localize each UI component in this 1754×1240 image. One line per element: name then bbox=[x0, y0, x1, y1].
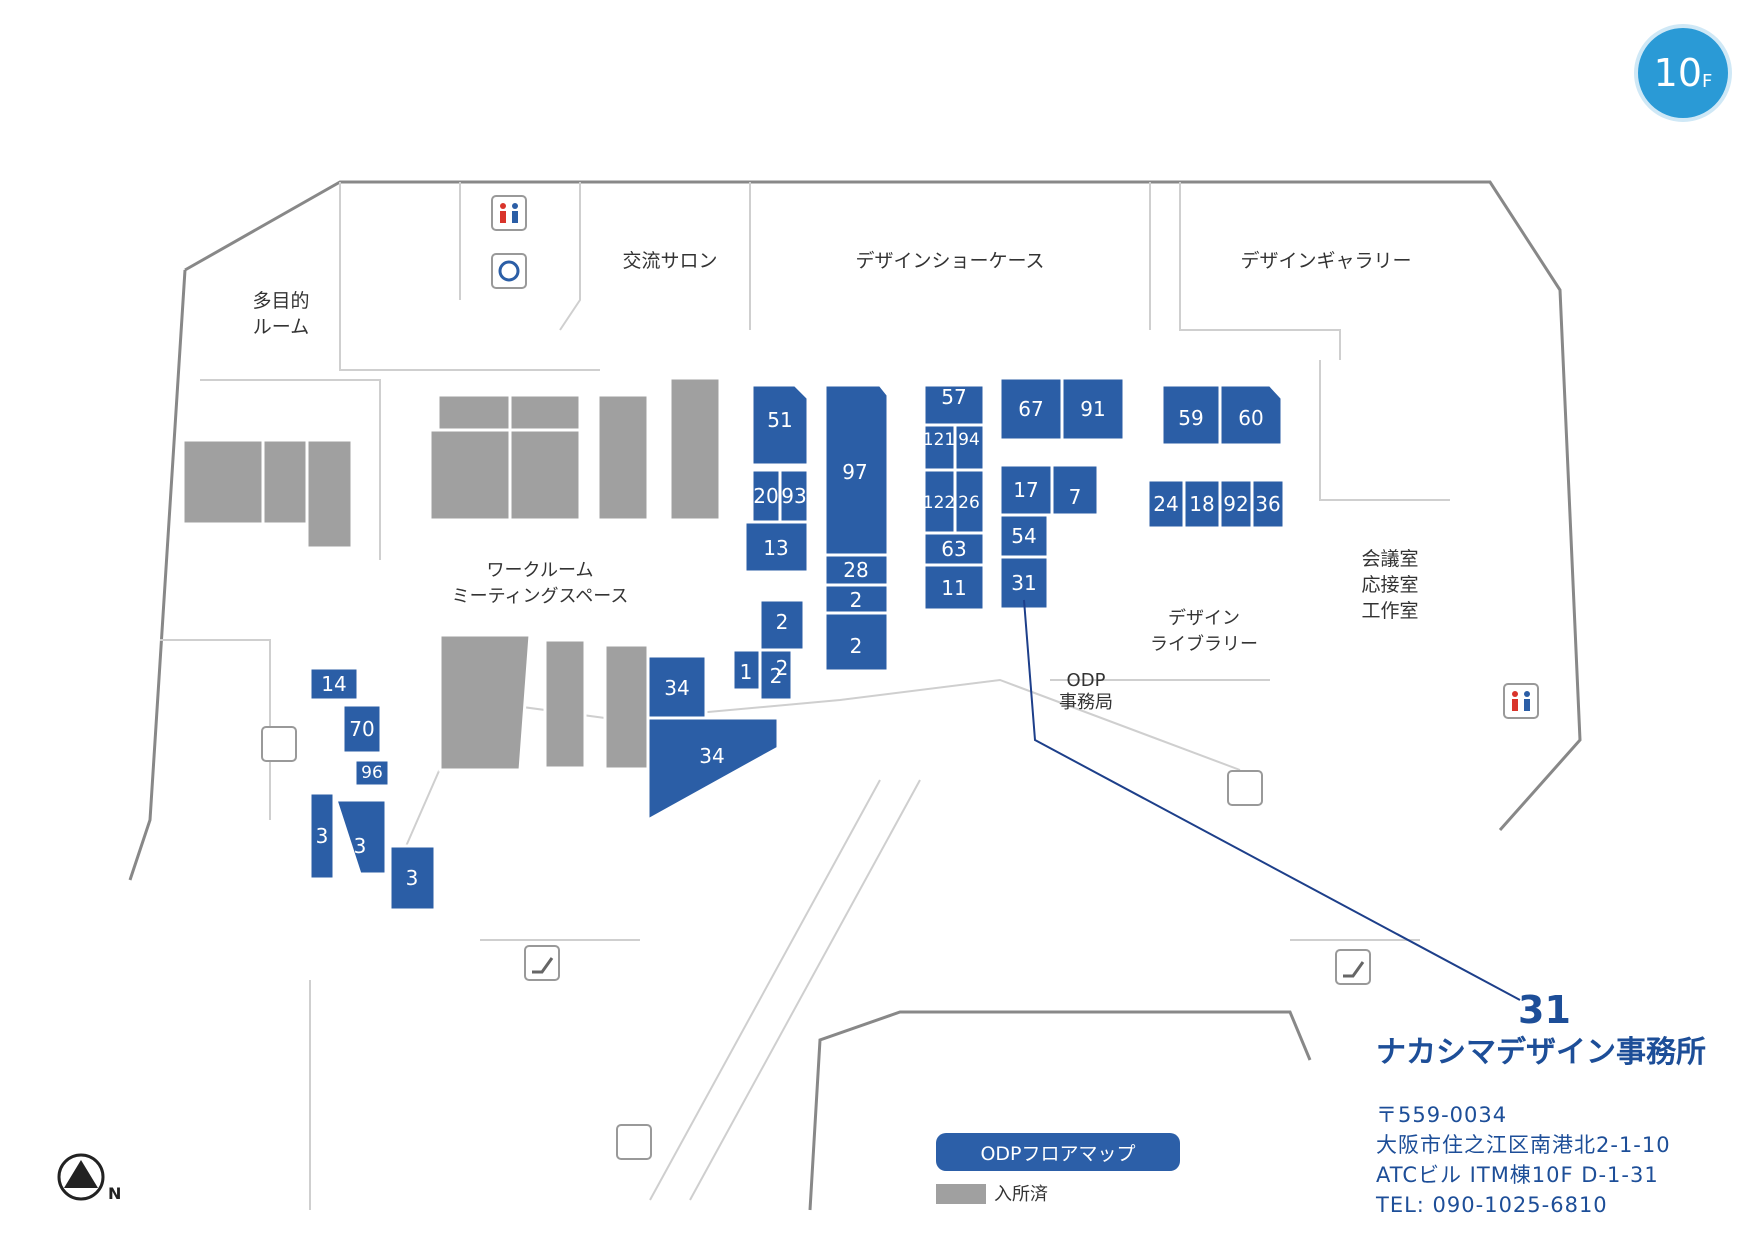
unit-label: 28 bbox=[843, 558, 868, 582]
unit-label: 57 bbox=[941, 385, 966, 409]
unit-label: 94 bbox=[958, 430, 980, 450]
unit-label: 51 bbox=[767, 408, 792, 432]
room-label-salon: 交流サロン bbox=[622, 250, 718, 272]
unit-label: 2 bbox=[770, 664, 783, 688]
tenant-callout: 31 ナカシマデザイン事務所 〒559-0034 大阪市住之江区南港北2-1-1… bbox=[1376, 988, 1736, 1220]
unit-label: 63 bbox=[941, 537, 966, 561]
unit-label: 18 bbox=[1189, 492, 1214, 516]
unit-label: 1 bbox=[740, 660, 753, 684]
unit-label: 2 bbox=[776, 610, 789, 634]
callout-unit-number: 31 bbox=[1518, 988, 1571, 1032]
elevator-icon-east bbox=[1227, 770, 1263, 806]
unit-labels: 51 97 57 121 94 122 26 63 11 67 91 17 7 … bbox=[316, 385, 1281, 890]
unit-label: 11 bbox=[941, 576, 966, 600]
unit-label: 3 bbox=[316, 824, 329, 848]
floor-number: 10 bbox=[1653, 51, 1702, 95]
phone-number: TEL: 090-1025-6810 bbox=[1376, 1193, 1608, 1217]
unit-label: 91 bbox=[1080, 397, 1105, 421]
corridor-lines bbox=[160, 182, 1450, 1210]
unit-label: 60 bbox=[1238, 406, 1263, 430]
compass-icon bbox=[57, 1153, 105, 1201]
north-label: N bbox=[108, 1184, 122, 1203]
callout-leader-line bbox=[1023, 599, 1521, 1001]
rented-units bbox=[308, 376, 1286, 912]
unit-label: 54 bbox=[1011, 524, 1036, 548]
room-label-library: デザイン ライブラリー bbox=[1150, 608, 1258, 655]
unit-label: 7 bbox=[1069, 485, 1082, 509]
floor-suffix: F bbox=[1702, 70, 1713, 92]
address-line: 大阪市住之江区南港北2-1-10 bbox=[1376, 1133, 1671, 1157]
unit-label: 122 bbox=[923, 493, 955, 513]
unit-label: 96 bbox=[361, 763, 383, 783]
callout-tenant-name: ナカシマデザイン事務所 bbox=[1376, 1035, 1706, 1070]
unit-label: 34 bbox=[664, 676, 689, 700]
building-line: ATCビル ITM棟10F D-1-31 bbox=[1376, 1163, 1659, 1187]
callout-address: 〒559-0034 大阪市住之江区南港北2-1-10 ATCビル ITM棟10F… bbox=[1376, 1100, 1736, 1220]
legend-occupied-label: 入所済 bbox=[994, 1184, 1048, 1205]
room-label-workroom: ワークルーム ミーティングスペース bbox=[451, 560, 629, 607]
unit-label: 70 bbox=[349, 717, 374, 741]
unit-label: 3 bbox=[354, 834, 367, 858]
occupied-units bbox=[181, 376, 722, 772]
unit-label: 92 bbox=[1223, 492, 1248, 516]
building-outline bbox=[128, 180, 1582, 1211]
unit-label: 17 bbox=[1013, 478, 1038, 502]
room-label-showcase: デザインショーケース bbox=[855, 250, 1045, 272]
elevator-icon-south bbox=[616, 1124, 652, 1160]
unit-label: 2 bbox=[776, 656, 789, 680]
room-label-gallery: デザインギャラリー bbox=[1240, 250, 1412, 272]
unit-label: 36 bbox=[1255, 492, 1280, 516]
unit-label: 93 bbox=[781, 484, 806, 508]
unit-label: 31 bbox=[1011, 571, 1036, 595]
unit-label: 121 bbox=[923, 430, 955, 450]
north-arrow: N bbox=[56, 1152, 121, 1206]
postal-code: 〒559-0034 bbox=[1376, 1103, 1508, 1127]
room-label-meeting: 会議室 応接室 工作室 bbox=[1361, 548, 1419, 622]
escalator-icon-east bbox=[1335, 949, 1371, 985]
escalator-icon bbox=[524, 945, 560, 981]
room-label-odp-office: ODP 事務局 bbox=[1059, 670, 1113, 713]
unit-label: 59 bbox=[1178, 406, 1203, 430]
unit-label: 13 bbox=[763, 536, 788, 560]
restroom-icon-east bbox=[1503, 683, 1539, 719]
unit-label: 3 bbox=[406, 866, 419, 890]
unit-label: 97 bbox=[842, 460, 867, 484]
legend-title: ODPフロアマップ bbox=[936, 1133, 1180, 1171]
elevator-icon bbox=[261, 726, 297, 762]
unit-label: 24 bbox=[1153, 492, 1178, 516]
legend-occupied-swatch bbox=[936, 1184, 986, 1204]
unit-label: 67 bbox=[1018, 397, 1043, 421]
unit-label: 26 bbox=[958, 493, 980, 513]
unit-label: 20 bbox=[753, 484, 778, 508]
room-label-multipurpose: 多目的 ルーム bbox=[252, 290, 310, 338]
amenity-icons bbox=[261, 195, 1539, 1160]
unit-label: 2 bbox=[850, 634, 863, 658]
restroom-icon bbox=[491, 195, 527, 231]
unit-label: 14 bbox=[321, 672, 346, 696]
unit-label: 2 bbox=[850, 588, 863, 612]
accessible-icon bbox=[491, 253, 527, 289]
unit-label: 34 bbox=[699, 744, 724, 768]
